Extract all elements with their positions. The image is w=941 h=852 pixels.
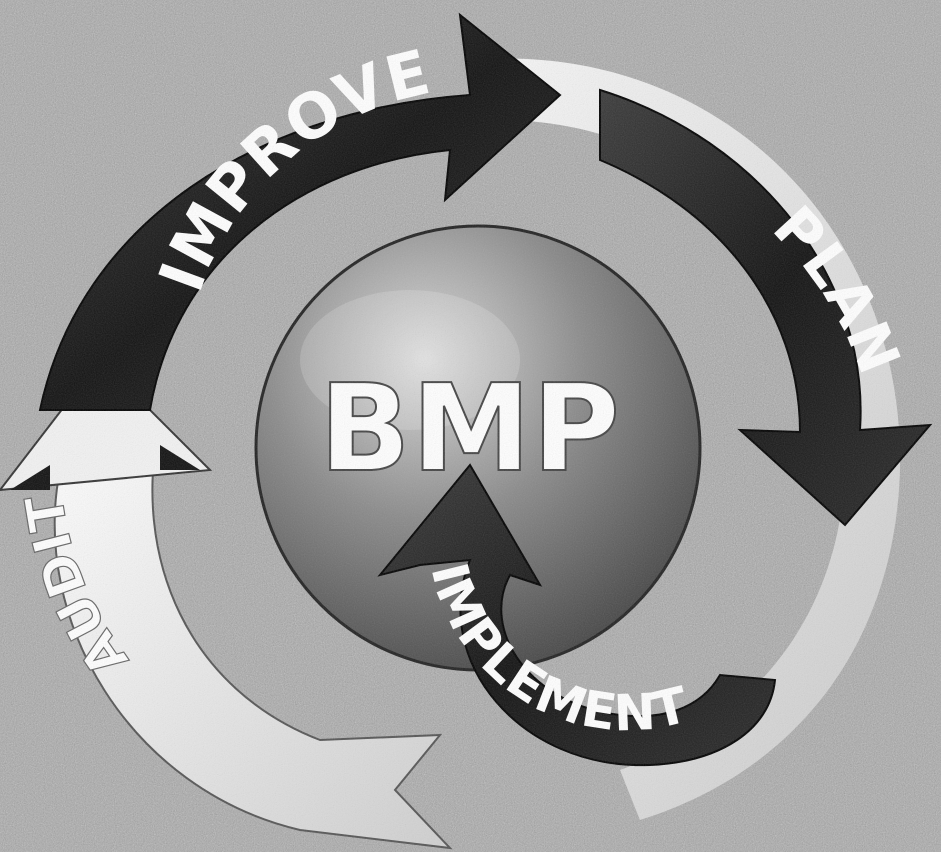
grain-overlay bbox=[0, 0, 941, 852]
diagram-canvas: IMPROVE PLAN IMPLEMENT AUDIT BMP bbox=[0, 0, 941, 852]
